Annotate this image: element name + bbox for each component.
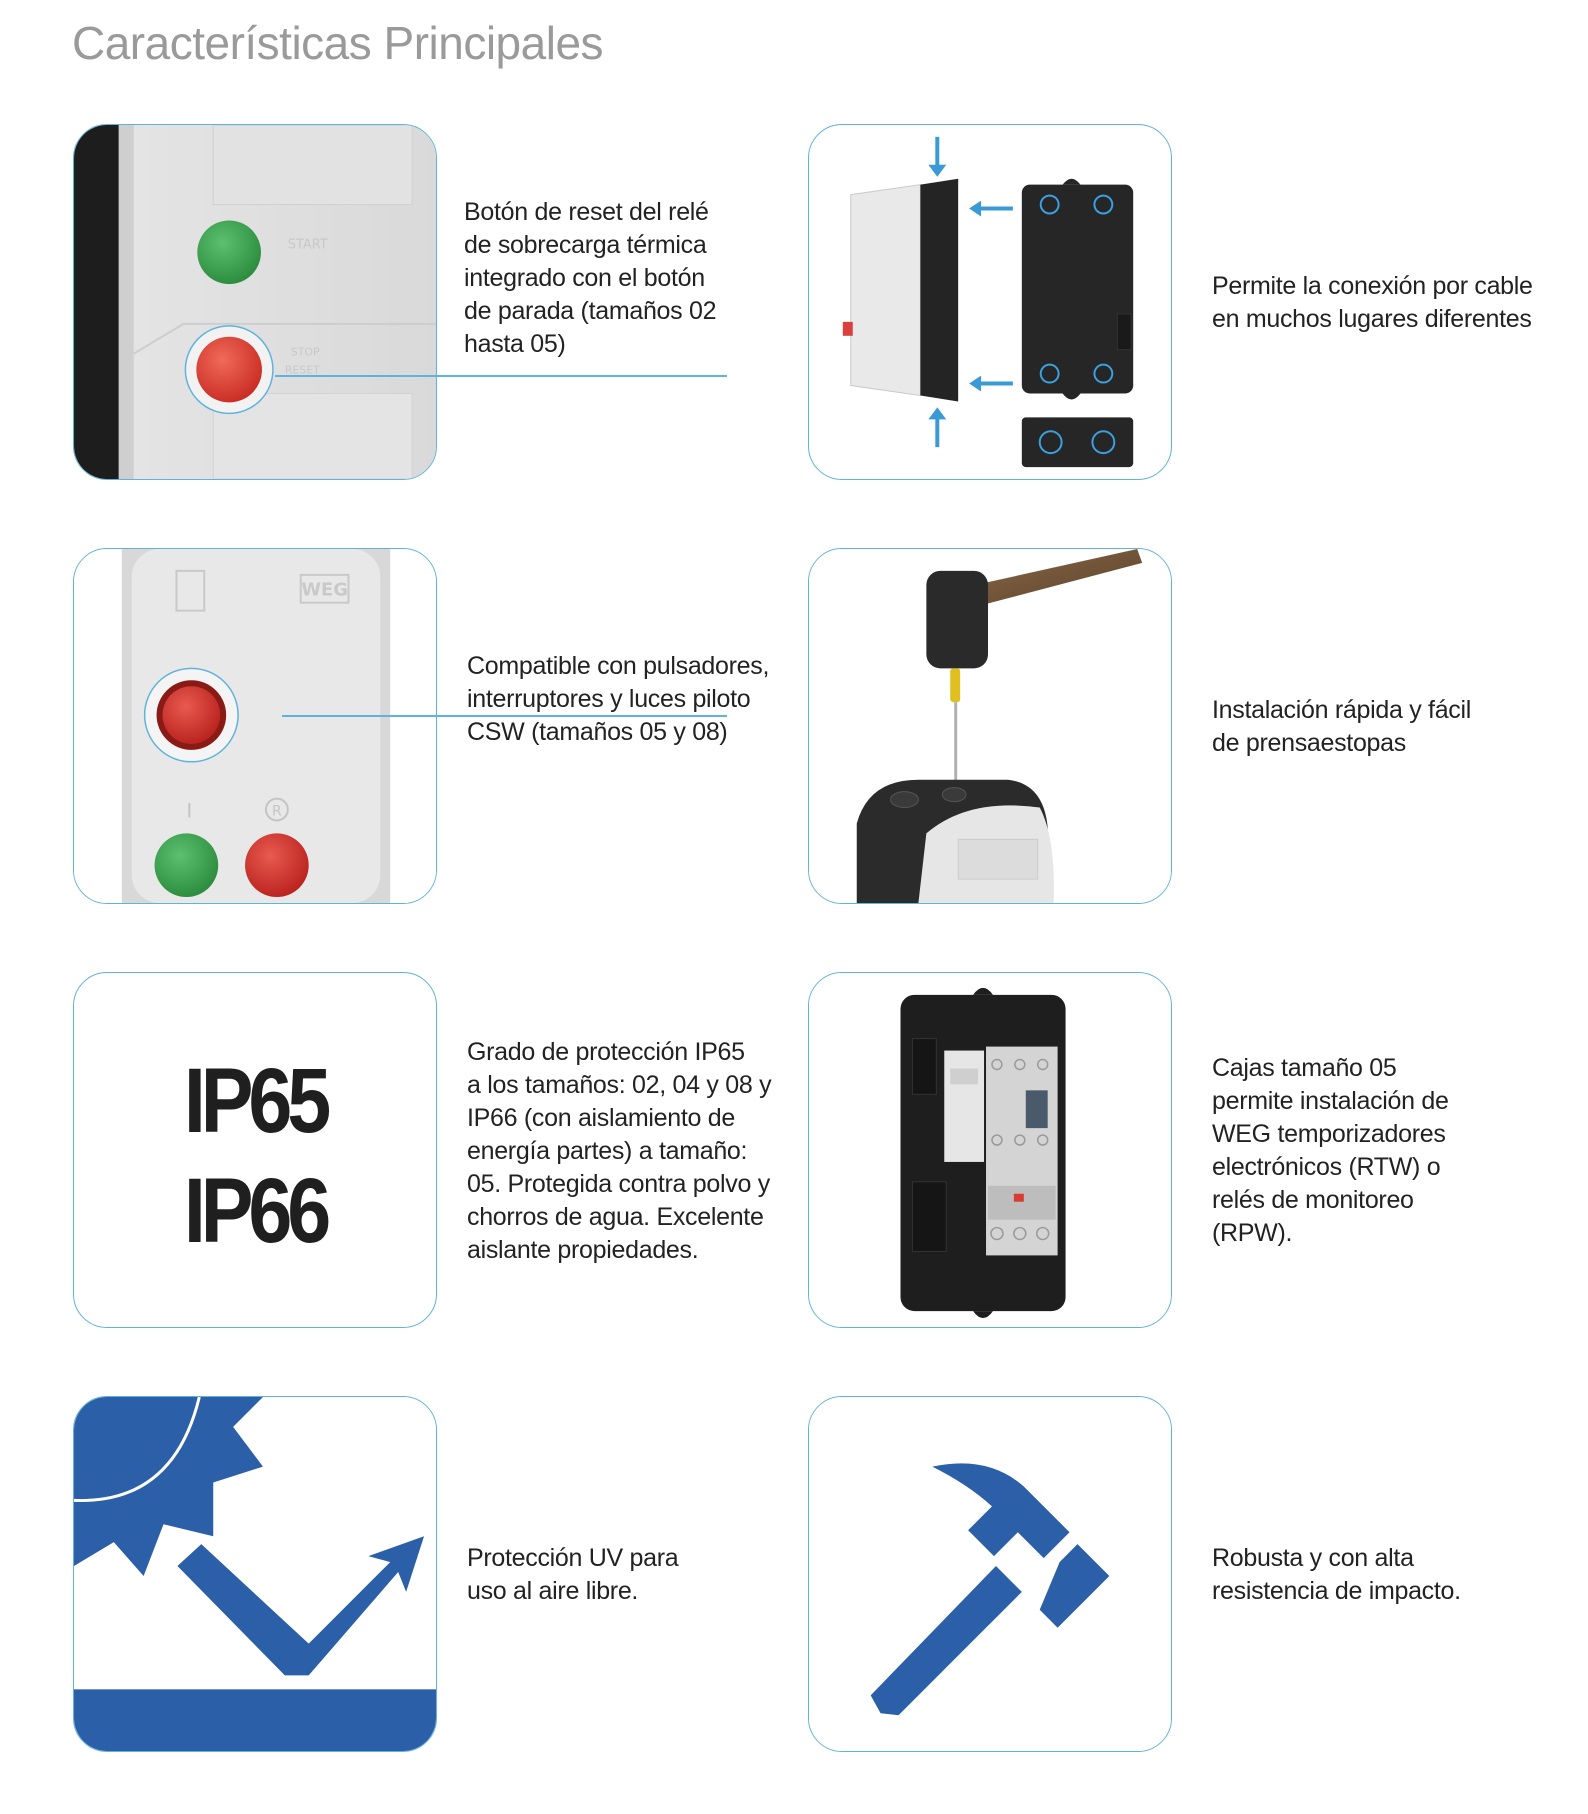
gland-description: Instalación rápida y fácil de prensaesto… bbox=[1212, 696, 1472, 757]
uv-description: Protección UV para uso al aire libre. bbox=[467, 1544, 679, 1605]
stop-label: STOP bbox=[291, 346, 320, 359]
csw-description: Compatible con pulsadores, interruptores… bbox=[467, 652, 770, 746]
reset-symbol: R bbox=[272, 803, 282, 819]
mallet-handle bbox=[958, 549, 1143, 609]
on-symbol: I bbox=[186, 799, 192, 822]
uv-protection-card bbox=[73, 1396, 437, 1752]
weg-logo: WEG bbox=[301, 580, 348, 601]
reset-button-photo: START STOP RESET bbox=[74, 125, 436, 479]
arrow-down-icon bbox=[928, 136, 947, 177]
hammer-icon bbox=[809, 1397, 1171, 1751]
reset-button-card: START STOP RESET bbox=[73, 124, 437, 480]
mallet-head-icon bbox=[926, 570, 989, 669]
csw-compatibility-card: WEG I R bbox=[73, 548, 437, 904]
csw-callout-line bbox=[282, 715, 727, 717]
reflection-arrow-icon bbox=[177, 1536, 425, 1676]
ip-rating-card: IP65 IP66 bbox=[73, 972, 437, 1328]
box-size-05-description: Cajas tamaño 05 permite instalación de W… bbox=[1212, 1054, 1449, 1247]
sun-icon bbox=[74, 1397, 263, 1576]
timer-module bbox=[944, 1050, 985, 1162]
pilot-light bbox=[162, 686, 221, 744]
reset-label: RESET bbox=[285, 364, 320, 377]
ground-surface bbox=[74, 1689, 436, 1751]
reset-callout-line bbox=[275, 375, 727, 377]
start-label: START bbox=[288, 237, 328, 252]
screwdriver-icon bbox=[954, 702, 958, 792]
arrow-up-icon bbox=[928, 407, 947, 448]
contactor-module bbox=[986, 1046, 1058, 1256]
csw-pushbuttons-photo: WEG I R bbox=[74, 549, 436, 903]
cable-description: Permite la conexión por cable en muchos … bbox=[1212, 272, 1533, 333]
box-size-05-card bbox=[808, 972, 1172, 1328]
reset-description: Botón de reset del relé de sobrecarga té… bbox=[464, 198, 717, 358]
ip65-label: IP65 bbox=[183, 1050, 331, 1152]
arrow-left-icon bbox=[969, 200, 1013, 217]
ip-description: Grado de protección IP65 a los tamaños: … bbox=[467, 1038, 772, 1264]
on-button bbox=[154, 833, 219, 898]
ip66-label: IP66 bbox=[183, 1160, 331, 1262]
cable-entry-card bbox=[808, 124, 1172, 480]
uv-protection-icon bbox=[74, 1397, 436, 1751]
gland-install-card bbox=[808, 548, 1172, 904]
page-title: Características Principales bbox=[72, 17, 604, 69]
arrow-left-icon bbox=[969, 375, 1013, 392]
start-button bbox=[197, 220, 261, 285]
cable-entry-diagram bbox=[842, 136, 1134, 468]
gland-install-photo bbox=[809, 549, 1171, 903]
reset-button bbox=[245, 833, 309, 898]
impact-description: Robusta y con alta resistencia de impact… bbox=[1212, 1544, 1461, 1605]
impact-resistance-card bbox=[808, 1396, 1172, 1752]
box-size-05-photo bbox=[809, 973, 1171, 1327]
stop-reset-button bbox=[196, 336, 262, 403]
